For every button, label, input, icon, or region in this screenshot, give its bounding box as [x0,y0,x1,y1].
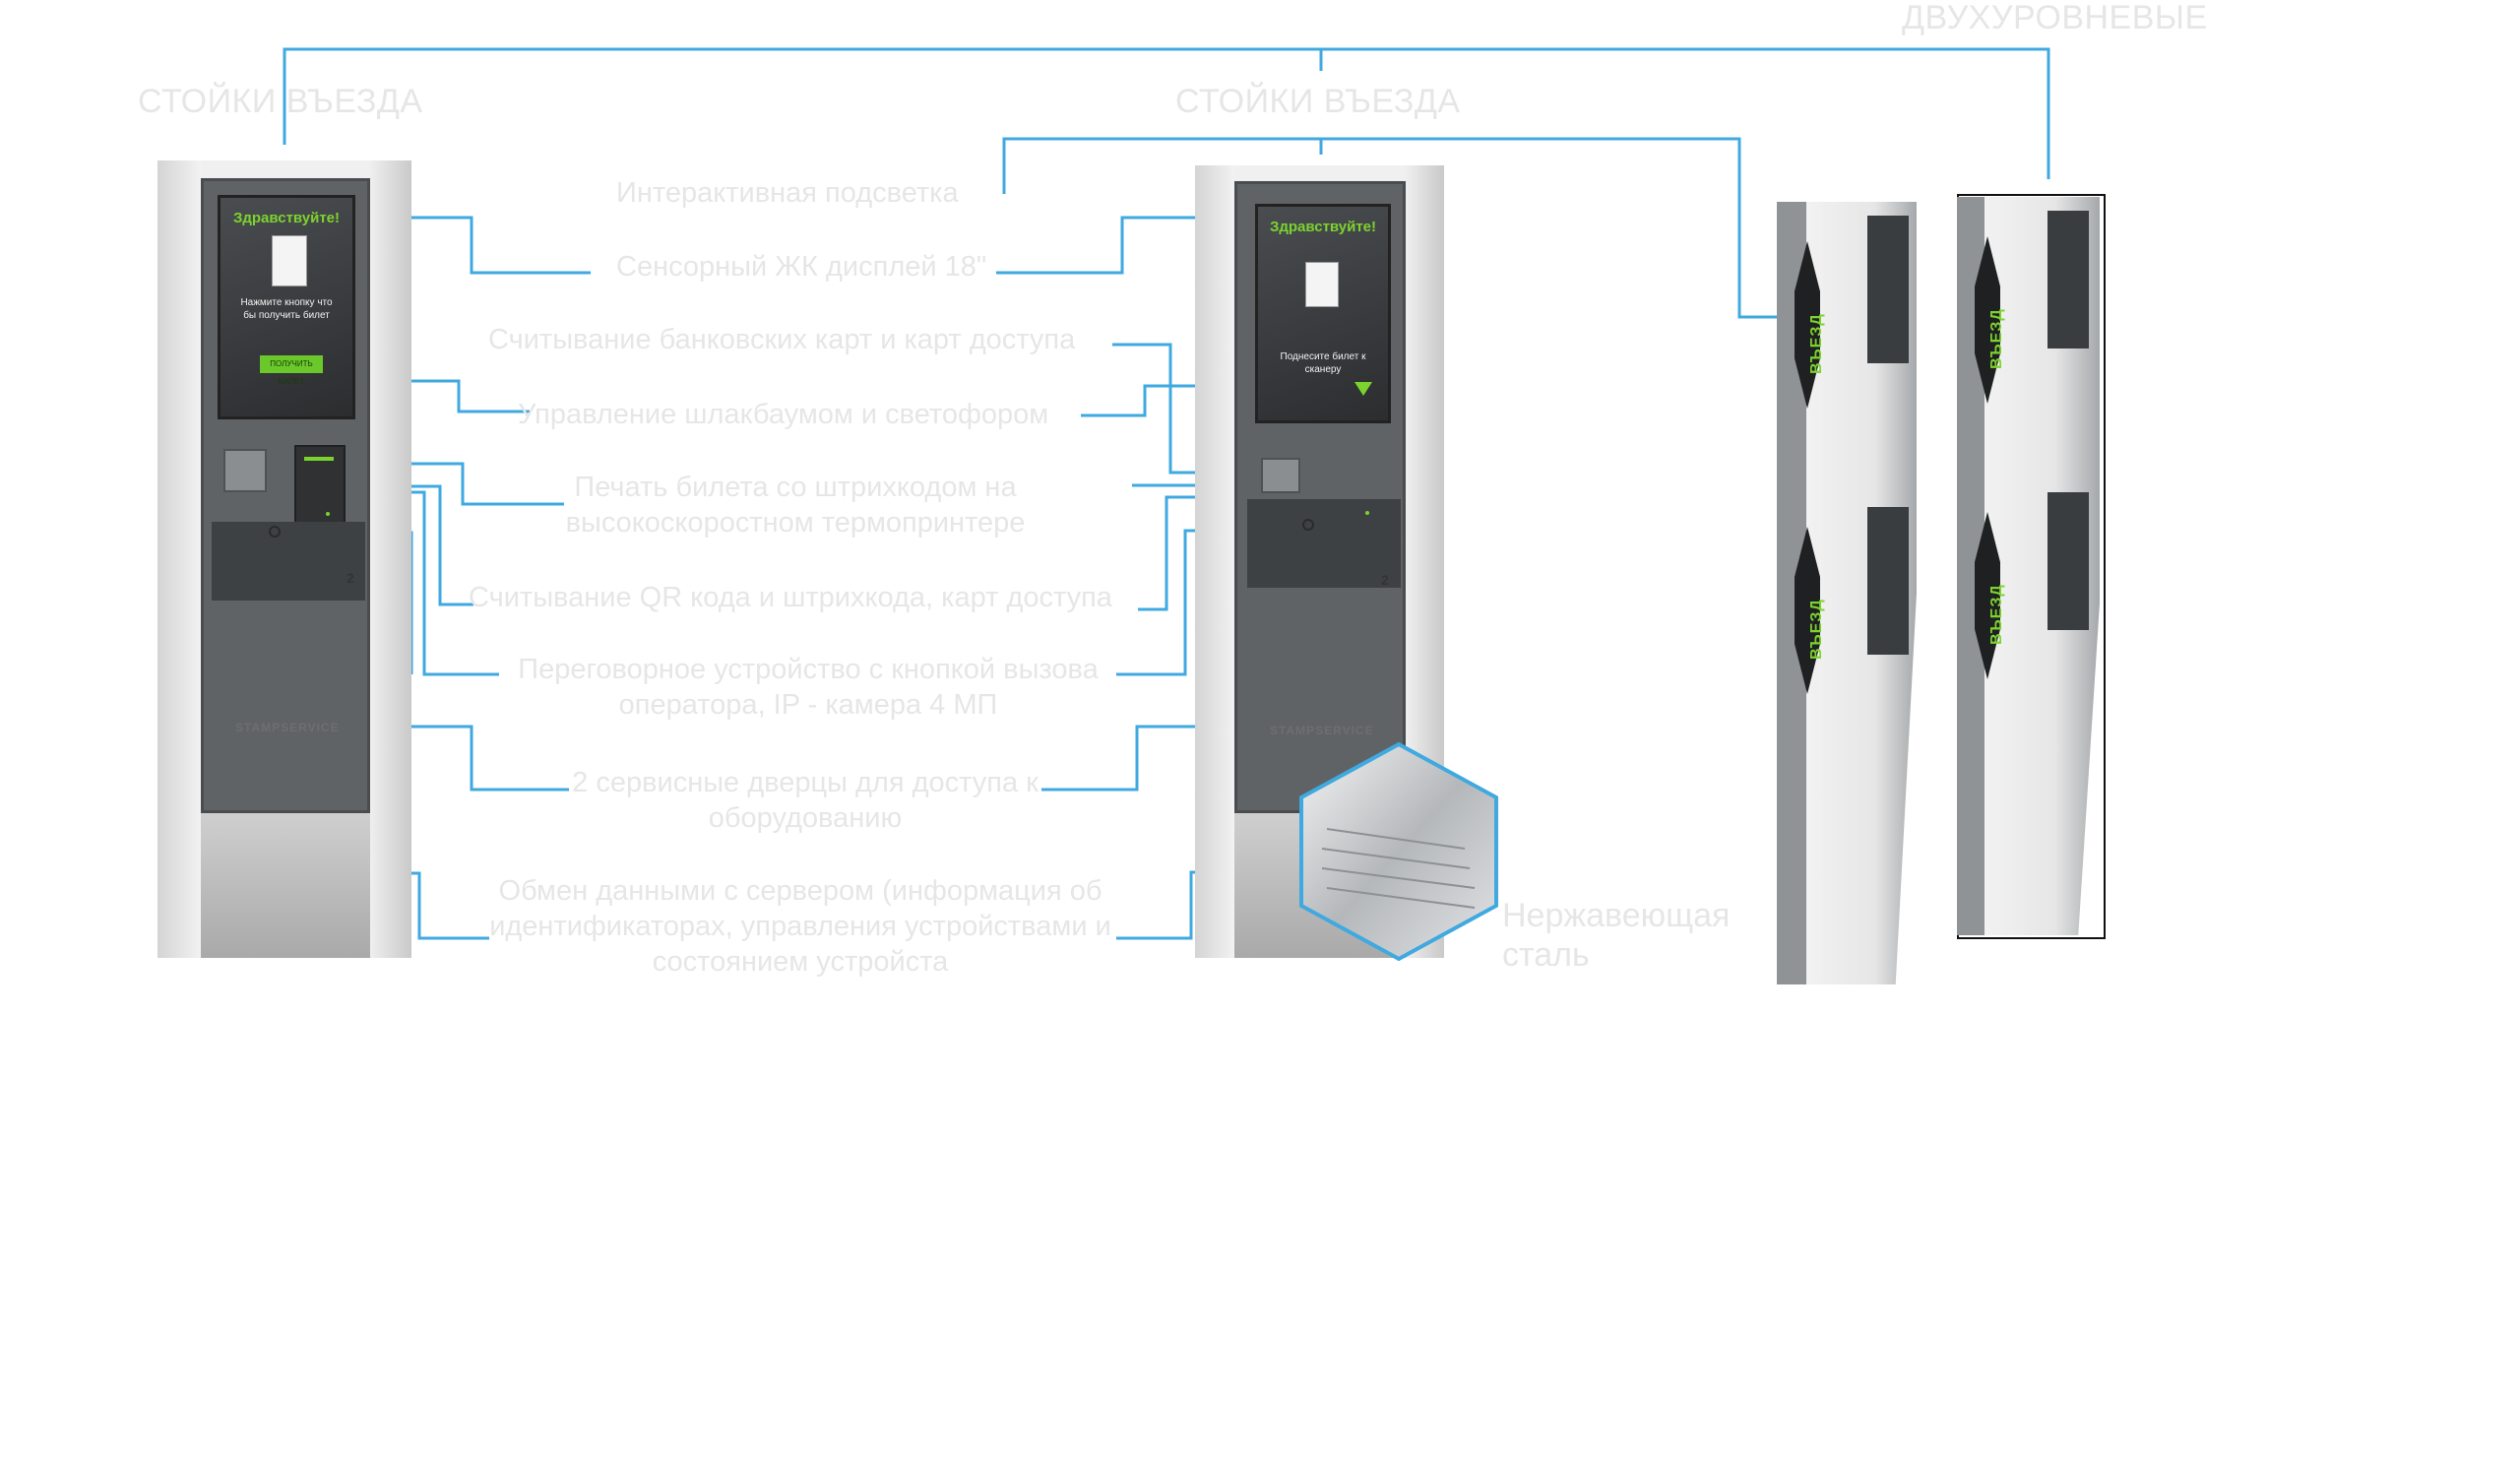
kiosk-left-instruction: Нажмите кнопку что бы получить билет [240,297,333,321]
kiosk-left-panel: Здравствуйте! Нажмите кнопку что бы полу… [201,178,370,813]
kiosk-left-brand: STAMPSERVICE [235,721,340,734]
get-ticket-button[interactable]: ПОЛУЧИТЬ БИЛЕТ [260,355,323,386]
feature-display: Сенсорный ЖК дисплей 18" [616,251,987,283]
kiosk-left-digit: 2 [346,570,354,586]
left-callout-barrier [401,379,530,413]
tower-left-label-top: ВЪЕЗД [1808,313,1825,374]
feature-server: Обмен данными с сервером (информация об … [489,875,1111,978]
tower-right: ВЪЕЗД ВЪЕЗД [1957,197,2100,935]
feature-printer: Печать билета со штрихкодом на высокоско… [565,472,1026,539]
tower-right-label-bottom: ВЪЕЗД [1988,584,2005,645]
kiosk-center-digit: 2 [1381,572,1389,588]
header-center: СТОЙКИ ВЪЕЗДА [1175,83,1461,120]
kiosk-center-instruction: Поднесите билет к сканеру [1280,351,1366,375]
kiosk-left: Здравствуйте! Нажмите кнопку что бы полу… [158,160,411,958]
top-bracket-line [283,47,2050,179]
qr-scanner [1261,458,1300,493]
feature-doors: 2 сервисные дверцы для доступа к оборудо… [572,767,1039,834]
kiosk-center-side-left [1195,165,1234,958]
steel-hexagon [1299,741,1498,962]
ticket-icon [272,235,307,286]
kiosk-center-greeting: Здравствуйте! [1269,219,1377,235]
feature-cards: Считывание банковских карт и карт доступ… [488,324,1076,355]
tower-right-screen-top [2048,211,2089,349]
kiosk-center-screen: Здравствуйте! Поднесите билет к сканеру [1255,204,1391,423]
center-callout-display [996,216,1260,275]
scan-ticket-icon [1305,262,1339,307]
feature-intercom: Переговорное устройство с кнопкой вызова… [518,654,1099,721]
steel-label: Нержавеющая сталь [1502,897,1731,974]
kiosk-left-lower [201,813,370,958]
center-bracket-line [1002,137,1821,319]
center-callout-barrier [1081,384,1221,417]
kiosk-left-greeting: Здравствуйте! [232,210,341,226]
kiosk-left-side-left [158,160,201,958]
kiosk-left-screen: Здравствуйте! Нажмите кнопку что бы полу… [218,195,355,419]
ticket-slot [304,457,334,461]
tower-right-label-top: ВЪЕЗД [1988,308,2005,369]
kiosk-center-brand: STAMPSERVICE [1270,724,1374,737]
header-left: СТОЙКИ ВЪЕЗДА [138,83,423,120]
kiosk-left-wedge [212,522,365,601]
kiosk-center-top [1234,165,1406,181]
header-right: ДВУХУРОВНЕВЫЕ [1902,0,2208,36]
arrow-down-icon [1354,382,1372,396]
tower-left-screen-top [1867,216,1909,363]
feature-qr: Считывание QR кода и штрихкода, карт дос… [469,582,1112,613]
center-status-led [1365,511,1369,515]
ticket-printer [294,445,346,524]
feature-barrier: Управление шлакбаумом и светофором [518,399,1049,430]
intercom-button[interactable] [269,526,281,538]
kiosk-center-wedge [1247,499,1401,588]
center-intercom-button[interactable] [1302,519,1314,531]
tower-left-label-bottom: ВЪЕЗД [1808,599,1825,660]
feature-backlight: Интерактивная подсветка [616,177,959,209]
kiosk-left-top [201,160,370,178]
kiosk-center-panel: Здравствуйте! Поднесите билет к сканеру … [1234,181,1406,813]
status-led [326,512,330,516]
kiosk-left-side-right [370,160,411,958]
card-reader [223,449,267,492]
tower-left-screen-bottom [1867,507,1909,655]
tower-left: ВЪЕЗД ВЪЕЗД [1777,202,1917,984]
tower-right-screen-bottom [2048,492,2089,630]
